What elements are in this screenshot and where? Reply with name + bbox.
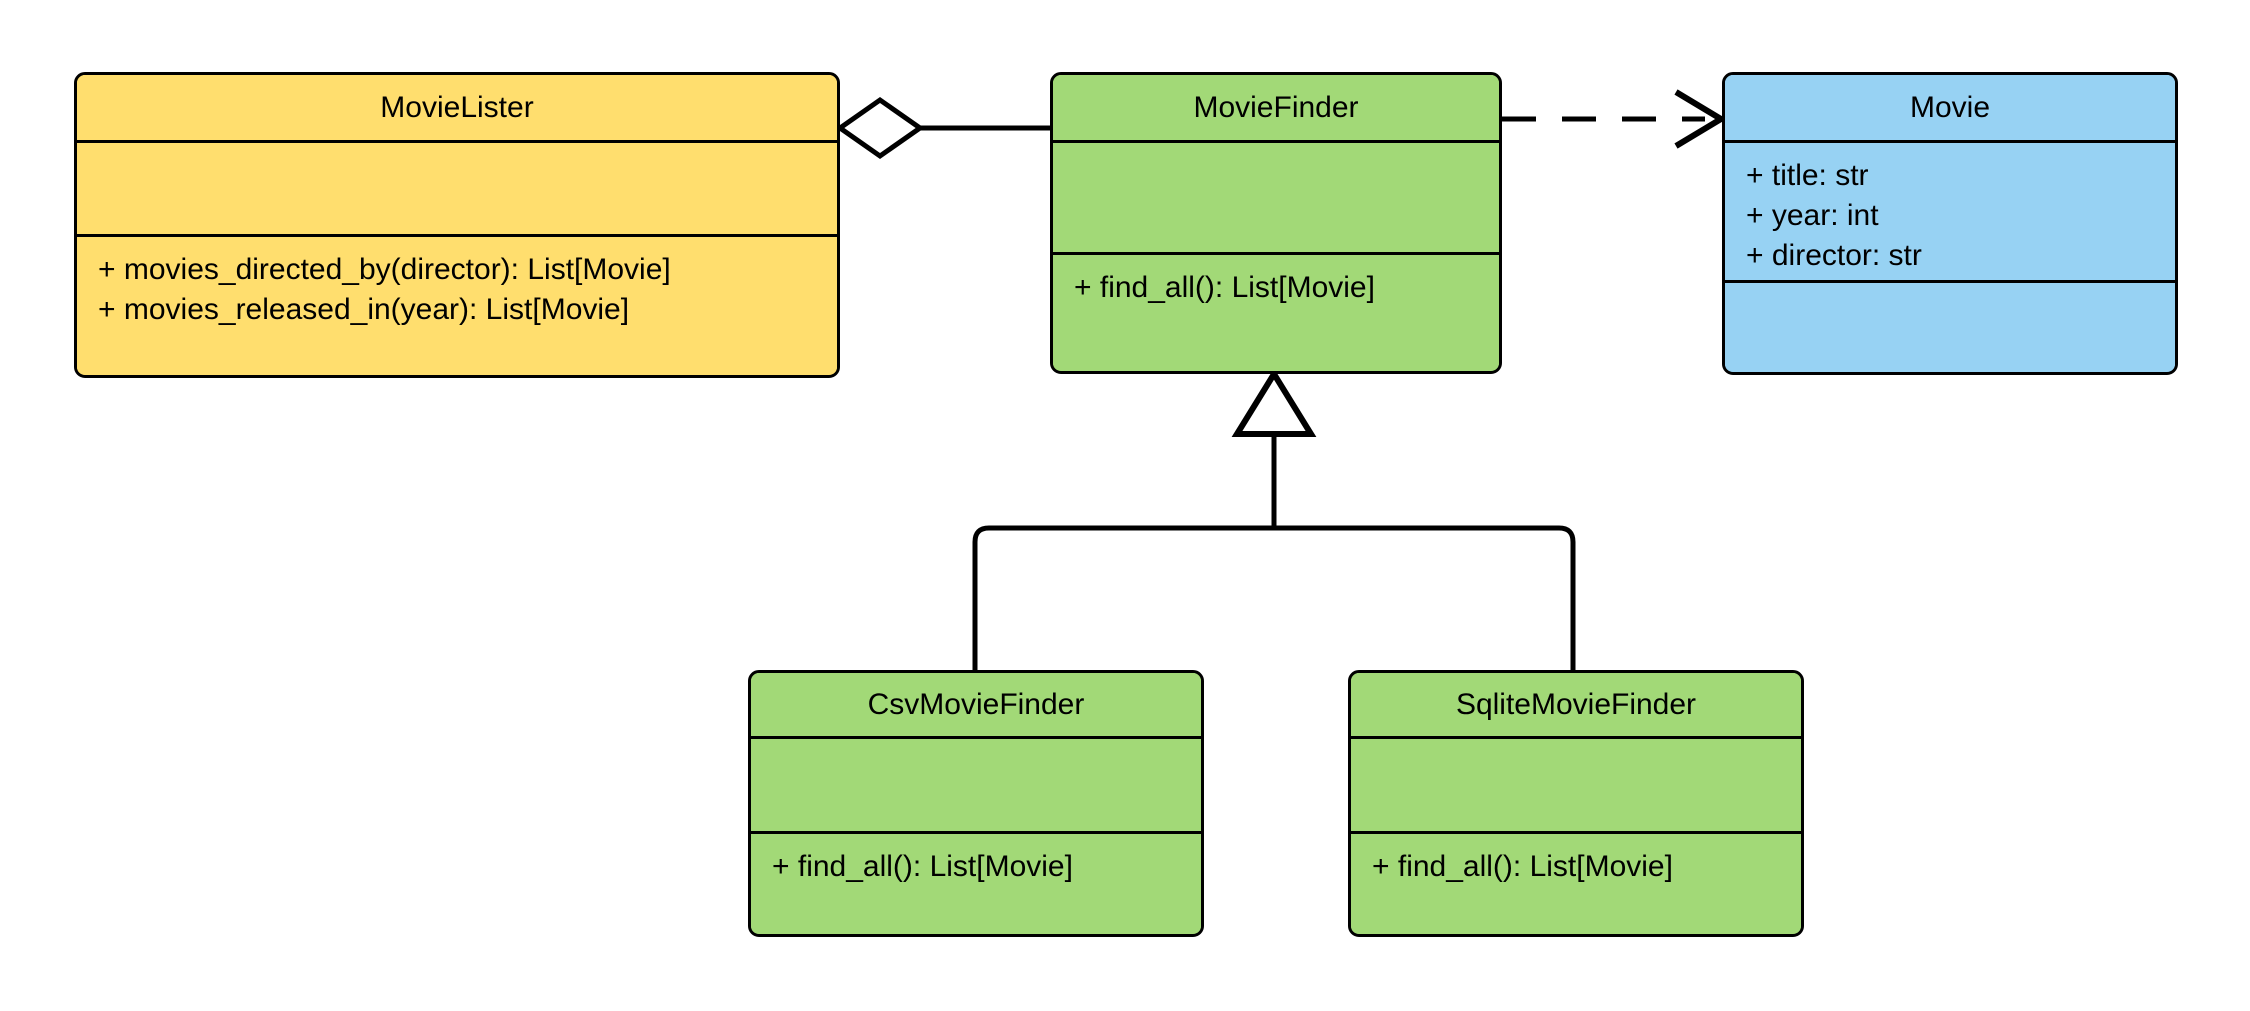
generalization-branch-bar [972, 525, 1576, 670]
class-name-label: SqliteMovieFinder [1455, 687, 1697, 721]
class-attributes-band [751, 739, 1201, 834]
edge-aggregation-movielister-moviefinder[interactable] [835, 96, 1050, 160]
class-name-label: CsvMovieFinder [867, 687, 1085, 721]
class-name-band: CsvMovieFinder [751, 673, 1201, 739]
class-methods-band: + find_all(): List[Movie] [1351, 834, 1801, 933]
uml-class-movie[interactable]: Movie + title: str + year: int + directo… [1722, 72, 2178, 375]
class-attributes-band: + title: str + year: int + director: str [1725, 143, 2175, 283]
method-line: + find_all(): List[Movie] [1074, 271, 1375, 304]
class-attributes-band [1351, 739, 1801, 834]
class-methods-band: + find_all(): List[Movie] [1053, 255, 1499, 370]
edge-dependency-moviefinder-movie[interactable] [1502, 89, 1727, 149]
open-arrowhead-marker [1674, 89, 1727, 149]
attribute-line: + director: str [1746, 239, 1922, 272]
class-methods-band [1725, 283, 2175, 371]
class-attributes-band [1053, 143, 1499, 255]
method-line: + movies_directed_by(director): List[Mov… [98, 253, 671, 286]
edge-generalization-tree[interactable] [972, 368, 1576, 670]
hollow-triangle-marker [1231, 368, 1317, 437]
class-name-band: MovieLister [77, 75, 837, 143]
class-methods-band: + find_all(): List[Movie] [751, 834, 1201, 933]
attribute-line: + title: str [1746, 159, 1869, 192]
class-name-label: MovieLister [380, 90, 534, 124]
class-methods-band: + movies_directed_by(director): List[Mov… [77, 237, 837, 374]
attribute-line: + year: int [1746, 199, 1879, 232]
class-attributes-band [77, 143, 837, 237]
class-name-band: MovieFinder [1053, 75, 1499, 143]
uml-class-movielister[interactable]: MovieLister + movies_directed_by(directo… [74, 72, 840, 378]
method-line: + find_all(): List[Movie] [772, 850, 1073, 883]
class-name-band: SqliteMovieFinder [1351, 673, 1801, 739]
class-name-label: MovieFinder [1193, 90, 1359, 124]
class-name-label: Movie [1909, 90, 1991, 124]
uml-class-csvmoviefinder[interactable]: CsvMovieFinder + find_all(): List[Movie] [748, 670, 1204, 937]
class-name-band: Movie [1725, 75, 2175, 143]
hollow-diamond-marker [835, 96, 925, 160]
uml-class-sqlitemoviefinder[interactable]: SqliteMovieFinder + find_all(): List[Mov… [1348, 670, 1804, 937]
method-line: + movies_released_in(year): List[Movie] [98, 293, 630, 326]
uml-class-moviefinder[interactable]: MovieFinder + find_all(): List[Movie] [1050, 72, 1502, 374]
method-line: + find_all(): List[Movie] [1372, 850, 1673, 883]
